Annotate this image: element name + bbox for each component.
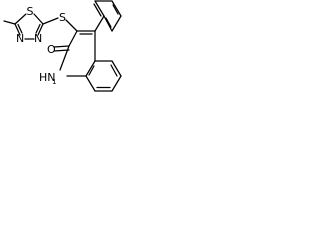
atom-nh: HN	[39, 71, 56, 84]
bond-c5-n4	[14, 23, 21, 36]
bond-ph1-ph2	[94, 0, 105, 17]
bond-c3-c2q	[68, 30, 78, 47]
bond-c4-ph	[94, 15, 105, 32]
atom-s-link: S	[59, 11, 66, 24]
bond-ph3-ph4-double	[112, 4, 119, 15]
atom-s-ring: S	[27, 5, 34, 18]
bond-c5-s1	[14, 13, 27, 25]
bond-s-link-c3	[65, 19, 78, 32]
bond-ph3-ph4	[111, 0, 122, 17]
bond-c5-n4-double	[17, 23, 23, 34]
bond-ph5-ph6	[103, 15, 113, 32]
molecule-svg: S N N S O HN 1	[3, 0, 122, 92]
bond-c6-c7	[111, 75, 122, 92]
bond-c5-c6	[111, 60, 122, 77]
atom-nh-subscript: 1	[52, 78, 56, 86]
atom-n-lower-right: N	[34, 32, 42, 45]
atom-n-lower-left: N	[16, 32, 24, 45]
bond-c2-n3	[37, 23, 44, 36]
bond-c5-c6-double	[110, 64, 118, 77]
bond-c8-c8a	[85, 75, 96, 92]
bond-c4a-c8a-inner	[88, 65, 95, 76]
bond-c2-n3-double	[35, 23, 41, 34]
atom-oxygen: O	[47, 43, 56, 56]
bond-c2q-o	[53, 45, 70, 48]
bond-methyl-c5	[3, 20, 16, 25]
bond-ph4-ph5	[111, 15, 122, 32]
molecule-structure-diagram: S N N S O HN 1	[0, 0, 138, 106]
bond-ph1-ph2-double	[93, 3, 102, 17]
bond-c2q-o-double	[53, 49, 70, 52]
bond-c2-s-link	[42, 17, 59, 25]
bond-ph5-ph6-double	[105, 17, 112, 28]
bond-c8a-c4a	[85, 60, 96, 77]
bond-s1-c2	[33, 13, 44, 25]
